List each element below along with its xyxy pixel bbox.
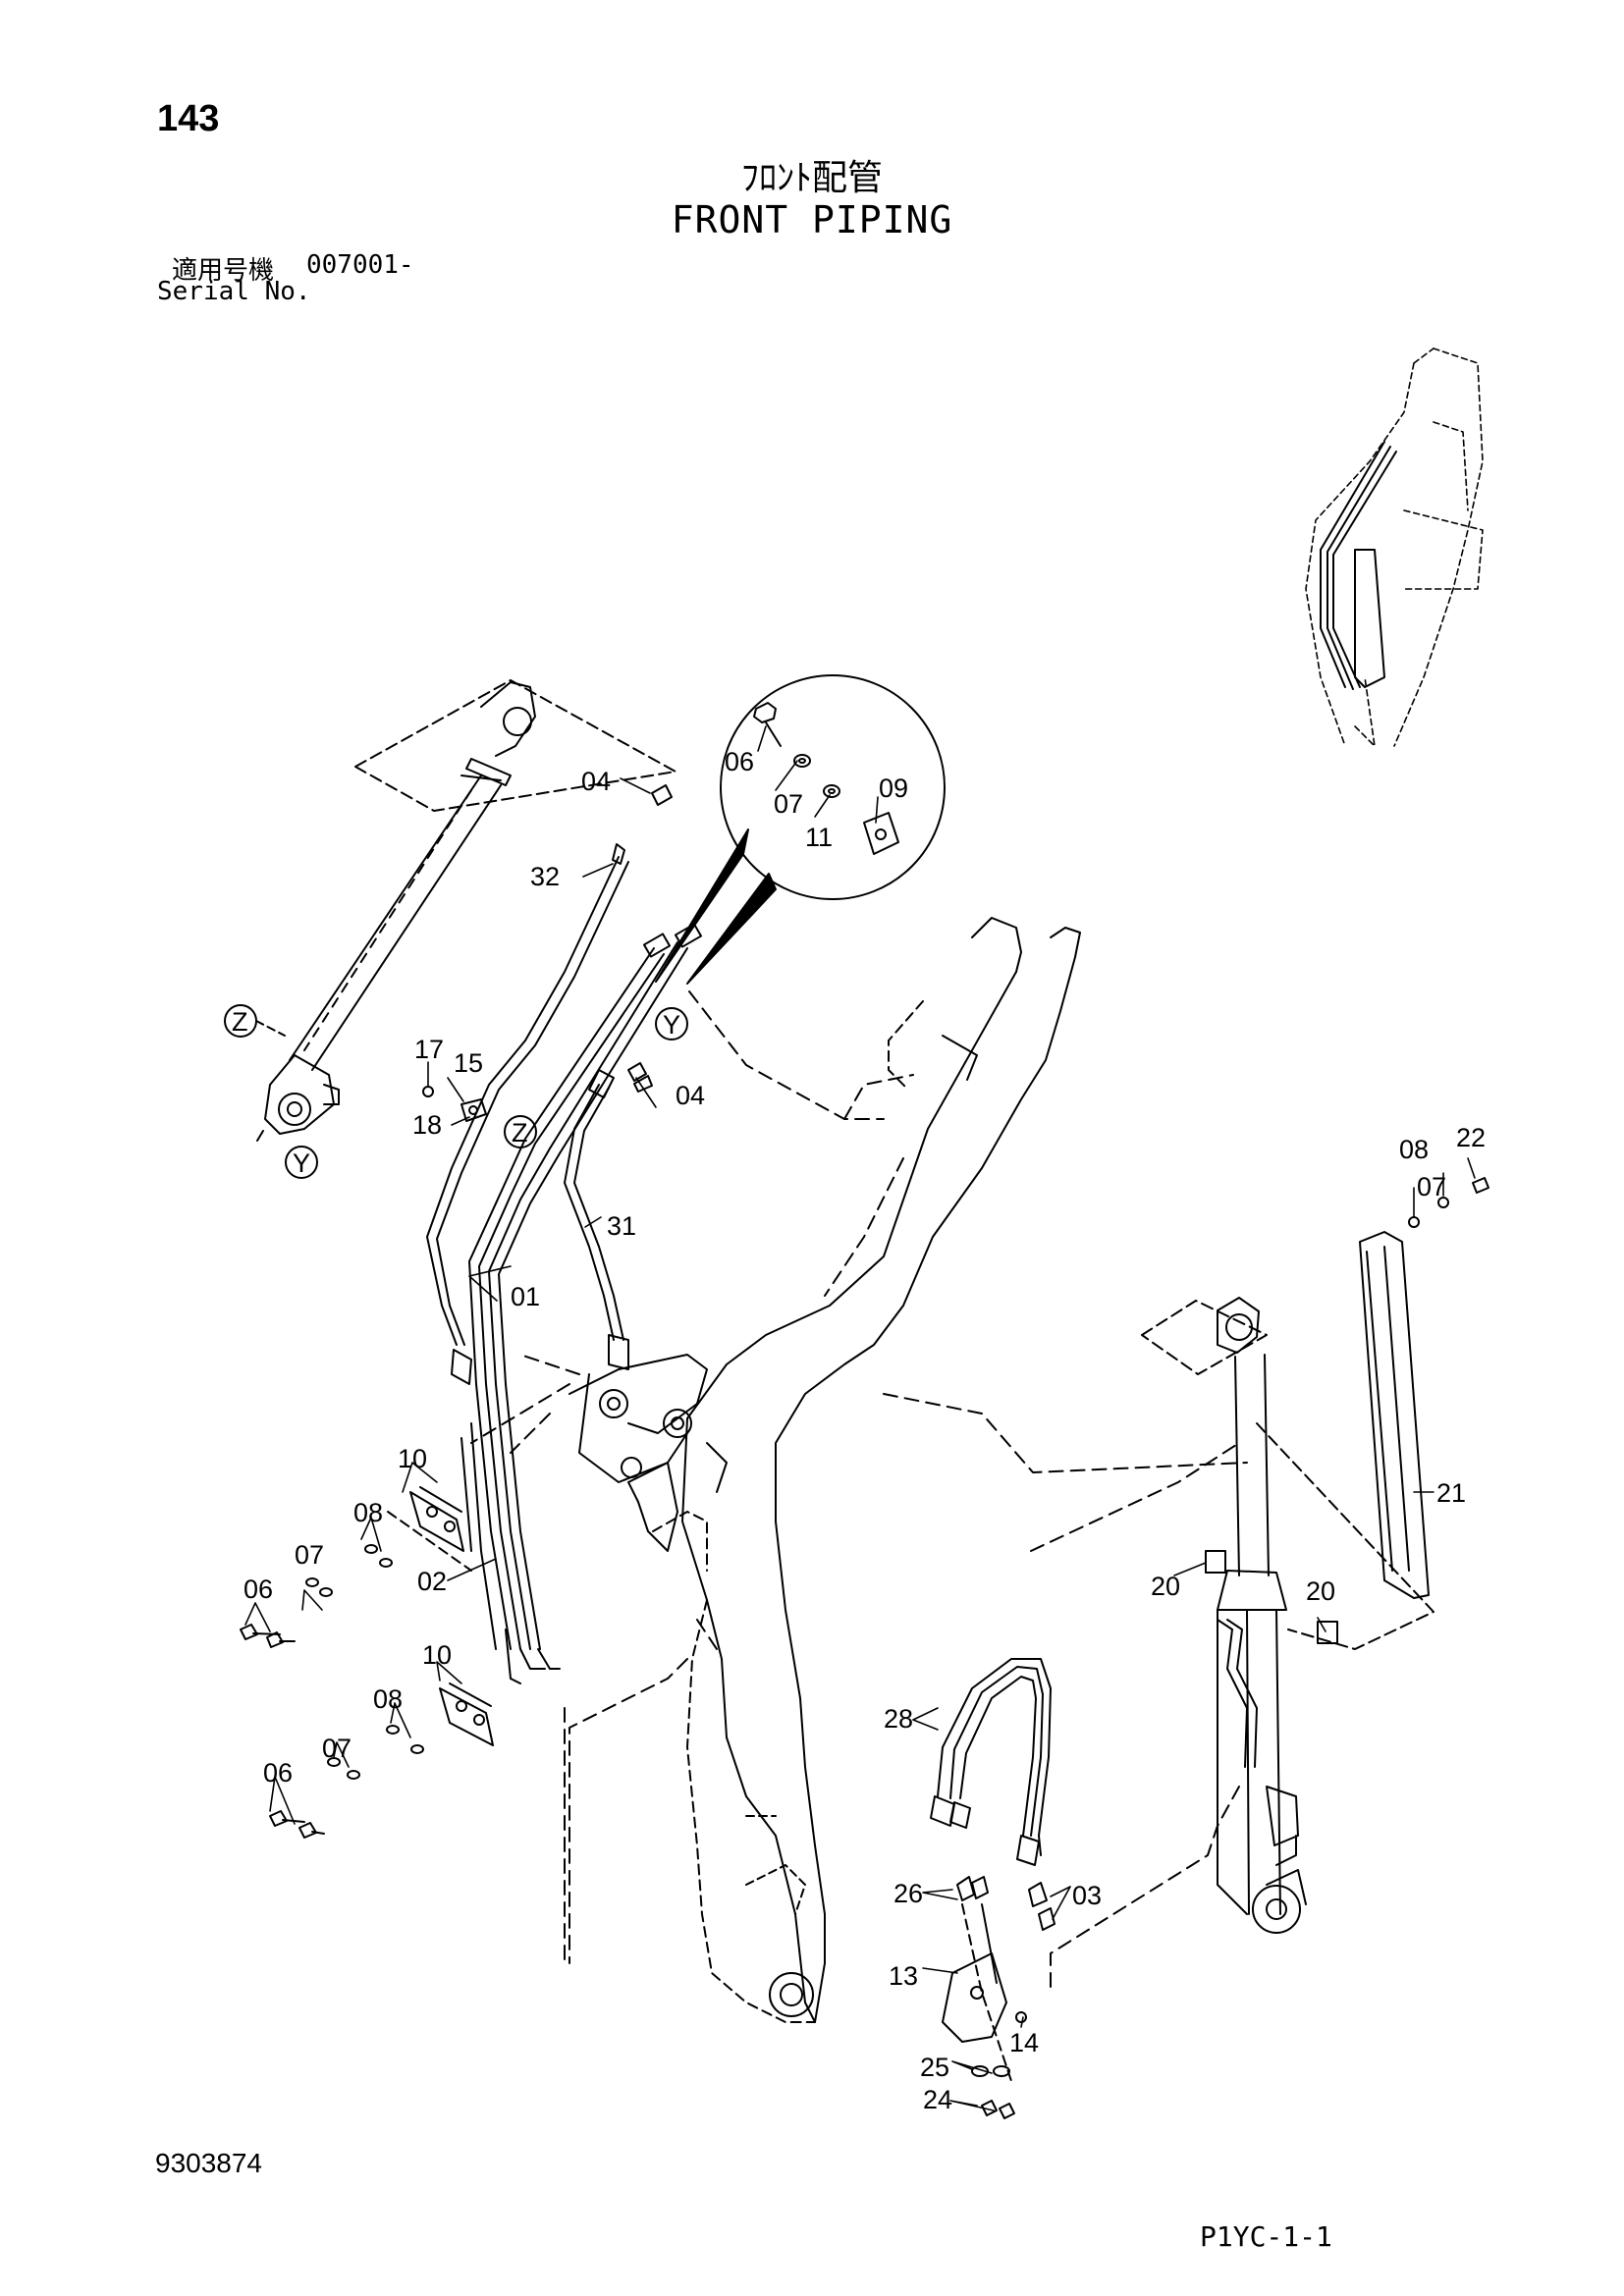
callout-20: 20: [1151, 1572, 1180, 1601]
arm-cylinder-assembly: [256, 679, 677, 1142]
callout-04: 04: [581, 767, 611, 796]
callout-26: 26: [893, 1879, 923, 1908]
callout-04: 04: [676, 1081, 705, 1110]
page-title: FRONT PIPING: [671, 198, 953, 241]
clamp-set-upper: [240, 1486, 472, 1648]
callout-09: 09: [879, 774, 908, 803]
callout-07: 07: [774, 789, 803, 819]
callout-06: 06: [263, 1758, 293, 1788]
callout-31: 31: [607, 1211, 636, 1241]
page-code: P1YC-1-1: [1200, 2220, 1332, 2253]
callout-28: 28: [884, 1704, 913, 1734]
callout-17: 17: [414, 1035, 444, 1064]
callout-08: 08: [373, 1684, 403, 1714]
callout-13: 13: [889, 1961, 918, 1991]
callout-03: 03: [1072, 1881, 1102, 1910]
clamp-15: [422, 1086, 487, 1122]
hose-32: [426, 843, 629, 1385]
callout-02: 02: [417, 1567, 447, 1596]
view-marker-labels: Z Z Y Y: [232, 1007, 680, 1178]
thumbnail-hoses: [1320, 441, 1397, 690]
clamp-set-lower: [269, 1682, 494, 1839]
callout-07: 07: [1417, 1172, 1446, 1201]
callout-22: 22: [1456, 1123, 1486, 1152]
fittings-26-03: [956, 1876, 1056, 2082]
callout-06: 06: [725, 747, 754, 776]
callout-20: 20: [1306, 1576, 1335, 1606]
callout-14: 14: [1009, 2028, 1039, 2057]
thumbnail-excavator-front: [1305, 347, 1484, 747]
view-marker-y: Y: [663, 1010, 680, 1040]
callout-10: 10: [422, 1640, 452, 1670]
leader-lines: [244, 725, 1476, 2111]
boom-outline: [470, 917, 1081, 2023]
page-title-japanese: ﾌﾛﾝﾄ配管: [740, 158, 883, 198]
callout-11: 11: [805, 823, 833, 852]
serial-number-range: 007001-: [306, 250, 414, 280]
page-number: 143: [157, 98, 220, 139]
callout-labels: 01 02 03 04 04 06 06 06 07 07 07 07 08 08 08 09 10 10 11 13…: [244, 747, 1486, 2114]
callout-18: 18: [412, 1110, 442, 1140]
callout-24: 24: [923, 2085, 952, 2114]
spacers-20: [1205, 1550, 1338, 1644]
hose-31: [564, 1069, 629, 1370]
hoses-28: [930, 1658, 1052, 1866]
view-marker-z: Z: [512, 1118, 528, 1148]
serial-label-japanese: 適用号機: [172, 256, 275, 286]
view-marker-circles: [224, 1004, 688, 1179]
callout-07: 07: [295, 1540, 324, 1570]
callout-15: 15: [454, 1048, 483, 1078]
callout-07: 07: [322, 1734, 352, 1763]
cover-21: [1359, 1231, 1430, 1599]
bracket-13: [942, 1952, 1027, 2043]
fittings-04: [627, 784, 673, 1093]
view-marker-z: Z: [232, 1007, 248, 1037]
callout-25: 25: [920, 2053, 949, 2082]
callout-21: 21: [1436, 1478, 1466, 1508]
detail-view-clamp: [655, 674, 946, 985]
drawing-id: 9303874: [155, 2148, 263, 2178]
callout-08: 08: [1399, 1135, 1429, 1164]
serial-label: Serial No.: [157, 277, 311, 306]
callout-06: 06: [244, 1575, 273, 1604]
callout-10: 10: [398, 1444, 427, 1473]
callout-32: 32: [530, 862, 560, 891]
bucket-cylinder-assembly: [883, 1297, 1435, 1994]
view-marker-y: Y: [293, 1148, 310, 1178]
callout-01: 01: [511, 1282, 540, 1311]
callout-08: 08: [353, 1498, 383, 1527]
